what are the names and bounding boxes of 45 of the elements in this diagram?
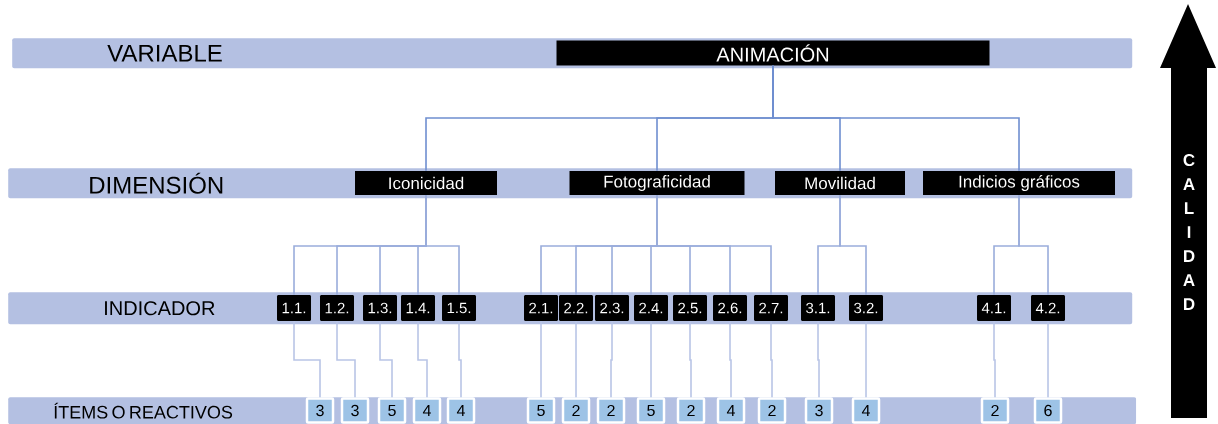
connector-line — [839, 194, 867, 296]
item-box: 2 — [980, 397, 1010, 424]
indicator-box: 1.4. — [401, 295, 435, 321]
indicator-box: 2.5. — [673, 295, 707, 321]
item-box: 3 — [305, 397, 335, 424]
item-box: 2 — [676, 397, 706, 424]
label-box: Iconicidad — [355, 171, 497, 195]
item-box: 5 — [526, 397, 556, 424]
connector-line — [656, 194, 772, 296]
item-box: 4 — [412, 397, 442, 424]
item-box: 4 — [716, 397, 746, 424]
label-box: Movilidad — [775, 171, 905, 195]
indicator-box: 1.2. — [320, 295, 354, 321]
item-box: 5 — [636, 397, 666, 424]
item-box: 3 — [804, 397, 834, 424]
label-box: Fotograficidad — [569, 171, 745, 195]
node-label: 2.1. — [529, 302, 553, 314]
connector-line — [425, 194, 460, 296]
indicator-box: 1.5. — [442, 295, 476, 321]
connector-line — [1018, 194, 1049, 296]
indicator-box: 2.7. — [754, 295, 788, 321]
indicator-box: 2.2. — [559, 295, 593, 321]
node-label: 2.2. — [564, 302, 588, 314]
item-box: 2 — [596, 397, 626, 424]
indicator-box: 1.3. — [363, 295, 397, 321]
indicator-box: 2.6. — [713, 295, 747, 321]
indicator-box: 2.4. — [634, 295, 668, 321]
label-box: ANIMACIÓN — [556, 40, 990, 66]
item-box: 4 — [446, 397, 476, 424]
item-box: 3 — [340, 397, 370, 424]
connector-line — [772, 64, 1020, 172]
label-box: Indicios gráficos — [923, 171, 1115, 195]
indicator-box: 1.1. — [277, 295, 311, 321]
item-box: 6 — [1033, 397, 1063, 424]
indicator-box: 2.1. — [524, 295, 558, 321]
indicator-box: 2.3. — [595, 295, 629, 321]
item-box: 4 — [851, 397, 881, 424]
indicator-box: 4.2. — [1031, 295, 1065, 321]
item-box: 5 — [377, 397, 407, 424]
item-box: 2 — [561, 397, 591, 424]
indicator-box: 3.2. — [849, 295, 883, 321]
node-label: 2.3. — [600, 302, 624, 314]
indicator-box: 3.1. — [801, 295, 835, 321]
item-box: 2 — [757, 397, 787, 424]
indicator-box: 4.1. — [977, 295, 1011, 321]
